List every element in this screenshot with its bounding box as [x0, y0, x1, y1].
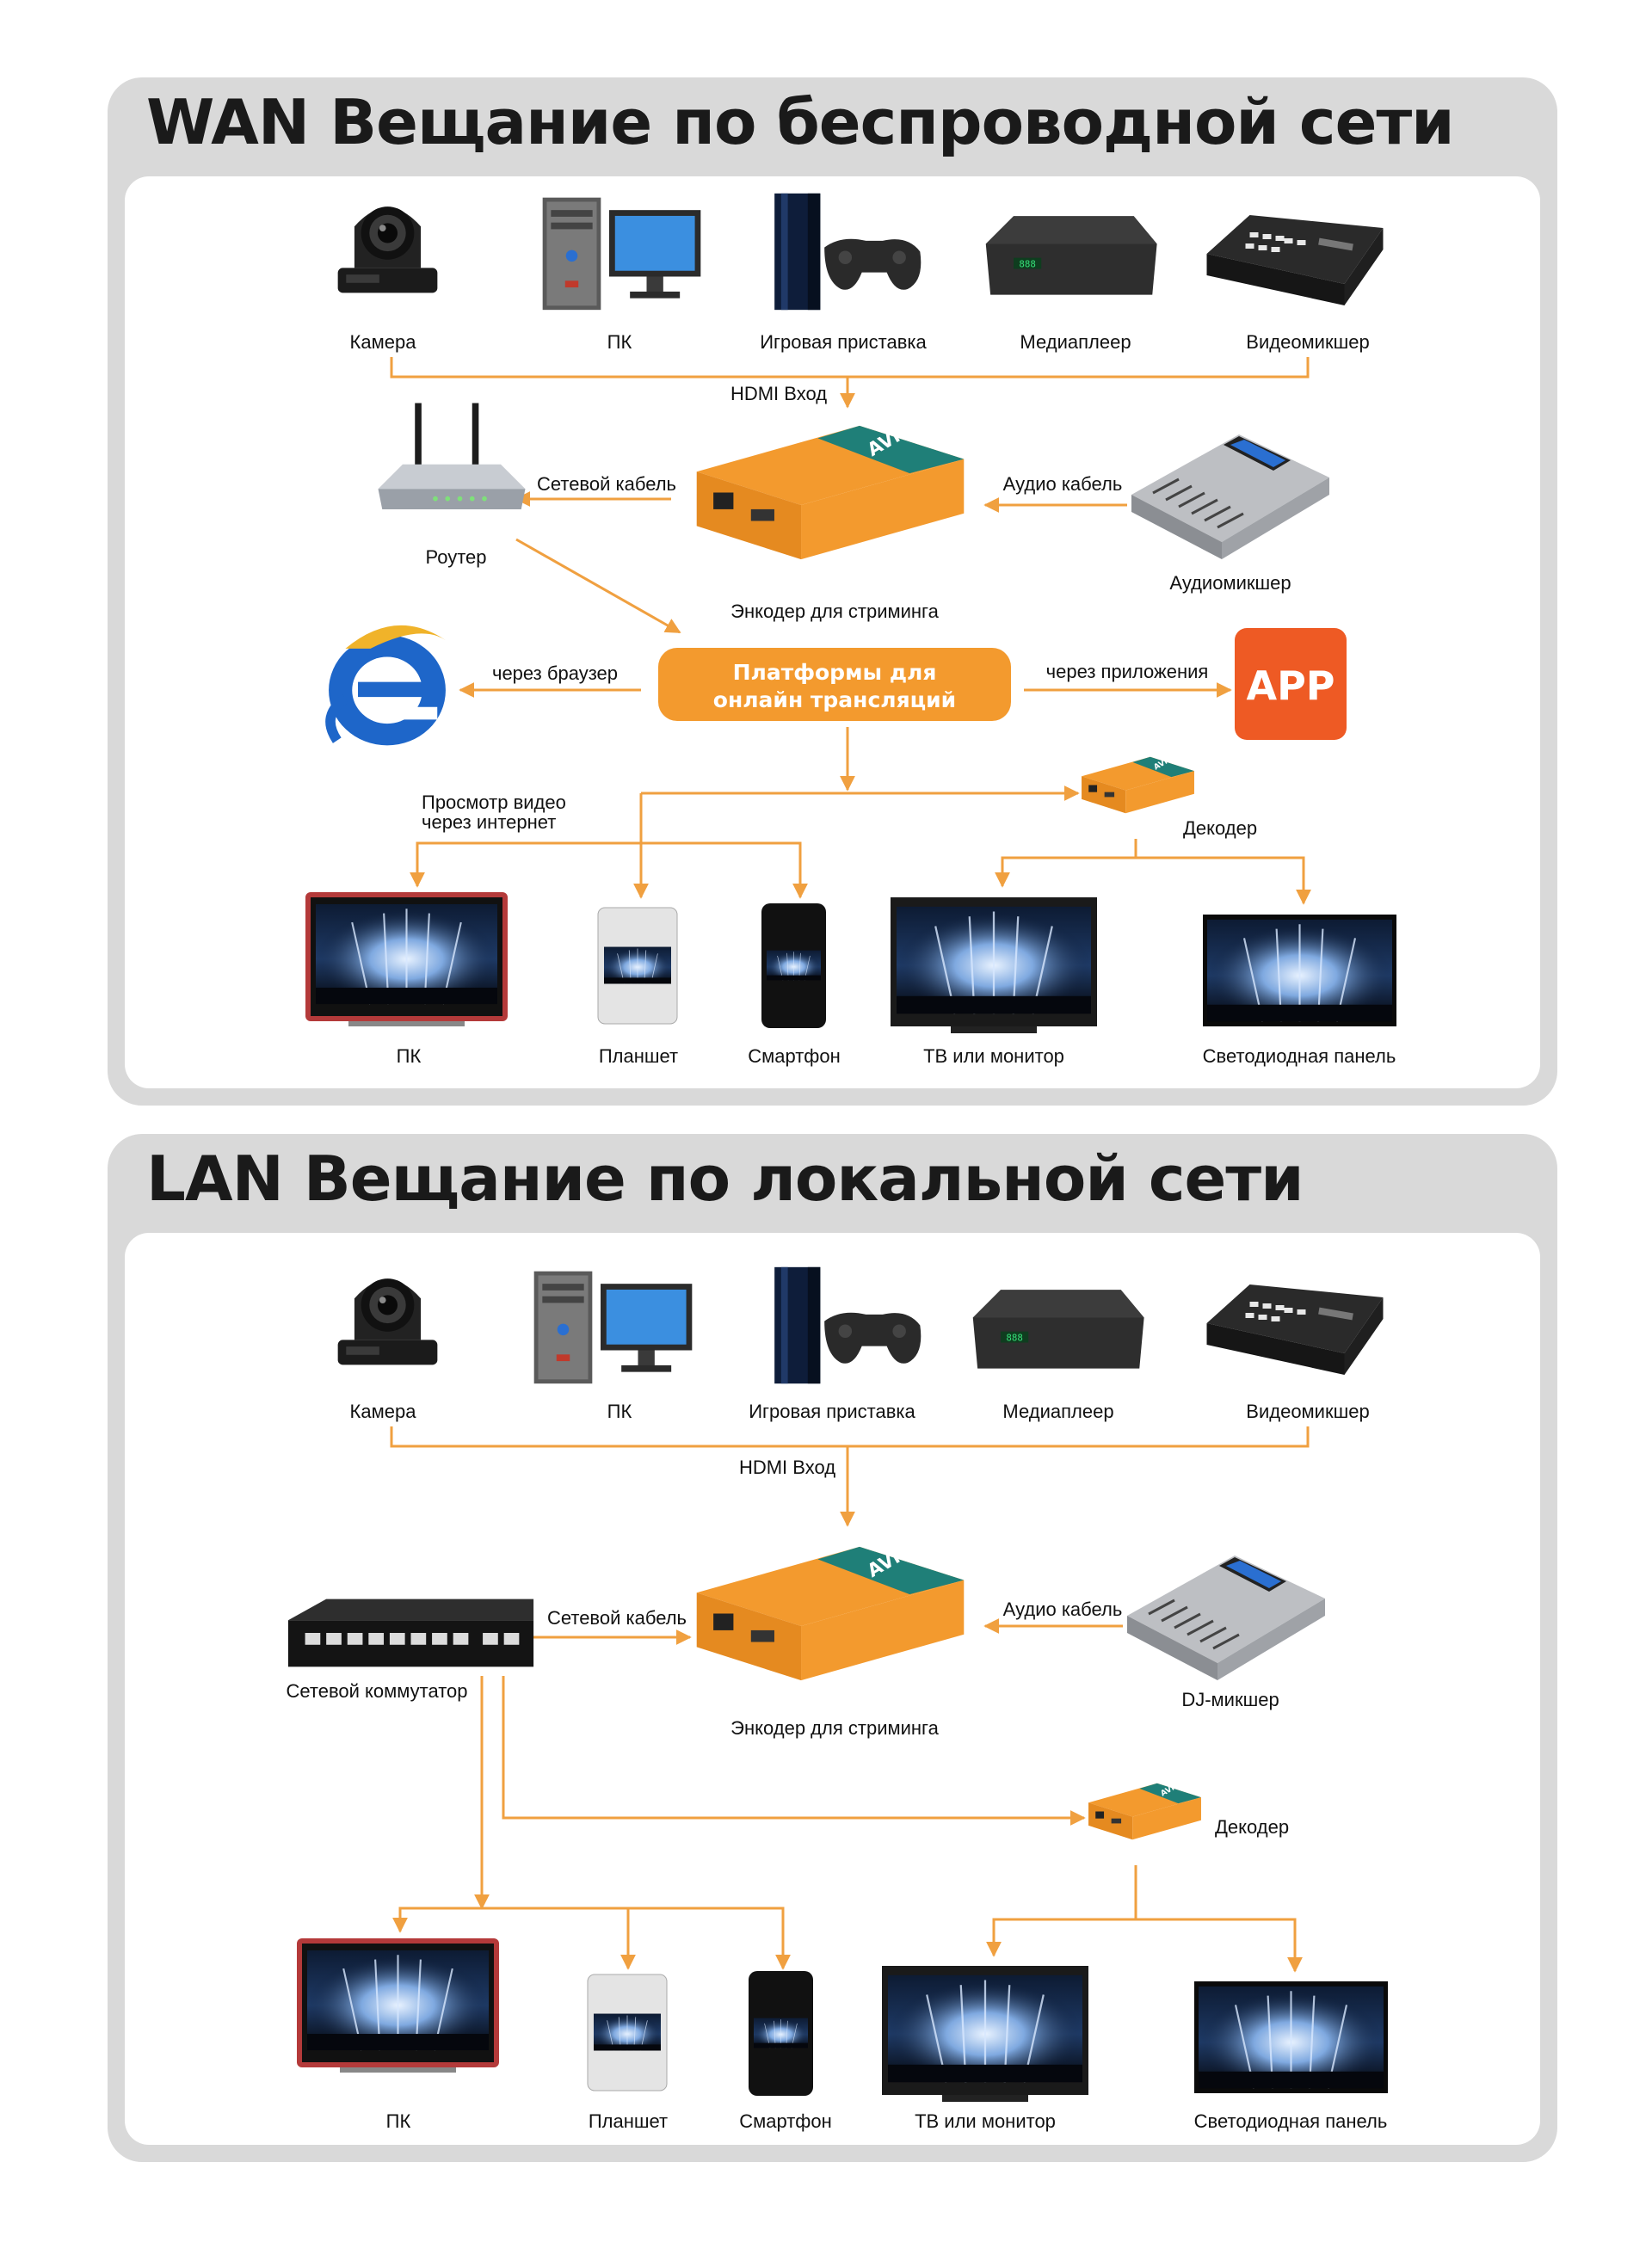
source-label-camera: Камера: [350, 1401, 417, 1422]
wan-title: WAN Вещание по беспроводной сети: [146, 86, 1455, 158]
game-console-icon: [774, 1266, 922, 1384]
ptz-camera-icon: [337, 1278, 438, 1365]
output-led-panel: [1194, 1981, 1388, 2093]
decoder-label: Декодер: [1183, 817, 1257, 839]
wan-connections: [390, 357, 1311, 905]
to-led-line: [1136, 1918, 1303, 1973]
to-tv-line: [986, 1918, 1136, 1957]
encoder-icon: [696, 1543, 967, 1681]
media-player-icon: [985, 216, 1157, 295]
lan-title: LAN Вещание по локальной сети: [146, 1143, 1304, 1215]
network-cable-label: Сетевой кабель: [537, 473, 676, 495]
audio-cable-label: Аудио кабель: [1003, 473, 1123, 495]
pc-branch-line: [392, 1907, 482, 1933]
lan-diagram-area: Камера ПК Игровая приставка Медиаплеер В…: [125, 1233, 1540, 2145]
decoder-icon: [1082, 753, 1196, 814]
browser-label: через браузер: [492, 662, 618, 684]
to-smartphone-line: [628, 1907, 791, 1970]
desktop-pc-icon: [533, 1271, 693, 1384]
game-console-icon: [774, 193, 922, 311]
to-led-line: [1136, 856, 1311, 905]
output-tv: [882, 1966, 1088, 2102]
output-monitor: [305, 892, 508, 1026]
encoder-label: Энкодер для стриминга: [730, 1717, 939, 1739]
router-label: Роутер: [426, 546, 487, 568]
app-icon: [1235, 628, 1347, 740]
output-label-led: Светодиодная панель: [1203, 1045, 1396, 1067]
output-smartphone: [749, 1971, 813, 2096]
switch-to-decoder-line: [502, 1676, 1086, 1826]
output-tv: [891, 897, 1097, 1033]
audio-mixer-icon: [1125, 1554, 1327, 1682]
lan-diagram: Камера ПК Игровая приставка Медиаплеер В…: [286, 1266, 1388, 2132]
platform-line2: онлайн трансляций: [713, 687, 956, 712]
app-badge-text: APP: [1246, 662, 1335, 709]
apps-label: через приложения: [1046, 661, 1209, 682]
source-label-camera: Камера: [350, 331, 417, 353]
video-mixer-icon: [1206, 215, 1384, 305]
router-to-platform-arrow: [515, 538, 681, 634]
source-label-console: Игровая приставка: [749, 1401, 915, 1422]
output-smartphone: [761, 903, 826, 1028]
output-label-smartphone: Смартфон: [748, 1045, 841, 1067]
output-monitor: [297, 1938, 499, 2073]
decoder-icon: [1088, 1779, 1203, 1840]
source-label-mediaplayer: Медиаплеер: [1002, 1401, 1113, 1422]
audio-cable-label: Аудио кабель: [1003, 1599, 1123, 1620]
output-label-tv: ТВ или монитор: [915, 2110, 1056, 2132]
audio-mixer-label: Аудиомикшер: [1169, 572, 1291, 594]
browser-e-icon: [329, 625, 446, 746]
hdmi-bus-line: [390, 357, 1310, 379]
wan-panel: WAN Вещание по беспроводной сети: [108, 77, 1557, 1106]
output-tablet: [597, 907, 678, 1025]
internet-label-line1: Просмотр видео: [422, 792, 566, 813]
output-label-smartphone: Смартфон: [739, 2110, 832, 2132]
output-label-pc: ПК: [397, 1045, 422, 1067]
network-switch-icon: [287, 1599, 534, 1667]
hdmi-input-label: HDMI Вход: [739, 1457, 835, 1478]
switch-label: Сетевой коммутатор: [286, 1680, 467, 1702]
to-tablet-line: [482, 1907, 636, 1970]
encoder-icon: [696, 422, 967, 560]
source-label-mediaplayer: Медиаплеер: [1020, 331, 1131, 353]
network-cable-label: Сетевой кабель: [547, 1607, 687, 1629]
audio-mixer-icon: [1130, 433, 1331, 561]
source-label-console: Игровая приставка: [760, 331, 927, 353]
platform-pill: [658, 648, 1011, 721]
output-tablet: [587, 1974, 668, 2091]
source-label-videomixer: Видеомикшер: [1246, 331, 1369, 353]
internet-branch-line: [410, 793, 643, 888]
output-label-tablet: Планшет: [599, 1045, 678, 1067]
output-label-led: Светодиодная панель: [1194, 2110, 1388, 2132]
lan-panel: LAN Вещание по локальной сети: [108, 1134, 1557, 2162]
platform-line1: Платформы для: [733, 660, 937, 685]
internet-label-line2: через интернет: [422, 811, 556, 833]
output-label-pc: ПК: [386, 2110, 411, 2132]
hdmi-input-label: HDMI Вход: [730, 383, 827, 404]
desktop-pc-icon: [542, 197, 701, 311]
ptz-camera-icon: [337, 206, 438, 293]
to-smartphone-line: [641, 841, 808, 899]
dj-mixer-label: DJ-микшер: [1181, 1689, 1279, 1710]
wan-diagram: Камера ПК Игровая приставка Медиаплеер В…: [305, 193, 1396, 1067]
video-mixer-icon: [1206, 1284, 1384, 1375]
source-label-pc: ПК: [607, 331, 632, 353]
lan-connections: [390, 1426, 1310, 1973]
output-label-tablet: Планшет: [589, 2110, 668, 2132]
output-label-tv: ТВ или монитор: [923, 1045, 1064, 1067]
to-tv-line: [995, 856, 1136, 888]
decoder-label: Декодер: [1215, 1816, 1289, 1838]
router-icon: [378, 403, 526, 509]
media-player-icon: [972, 1290, 1144, 1369]
source-label-pc: ПК: [607, 1401, 632, 1422]
encoder-label: Энкодер для стриминга: [730, 601, 939, 622]
hdmi-bus-line: [390, 1426, 1310, 1448]
wan-diagram-area: Камера ПК Игровая приставка Медиаплеер В…: [125, 176, 1540, 1088]
output-led-panel: [1203, 915, 1396, 1026]
source-label-videomixer: Видеомикшер: [1246, 1401, 1369, 1422]
